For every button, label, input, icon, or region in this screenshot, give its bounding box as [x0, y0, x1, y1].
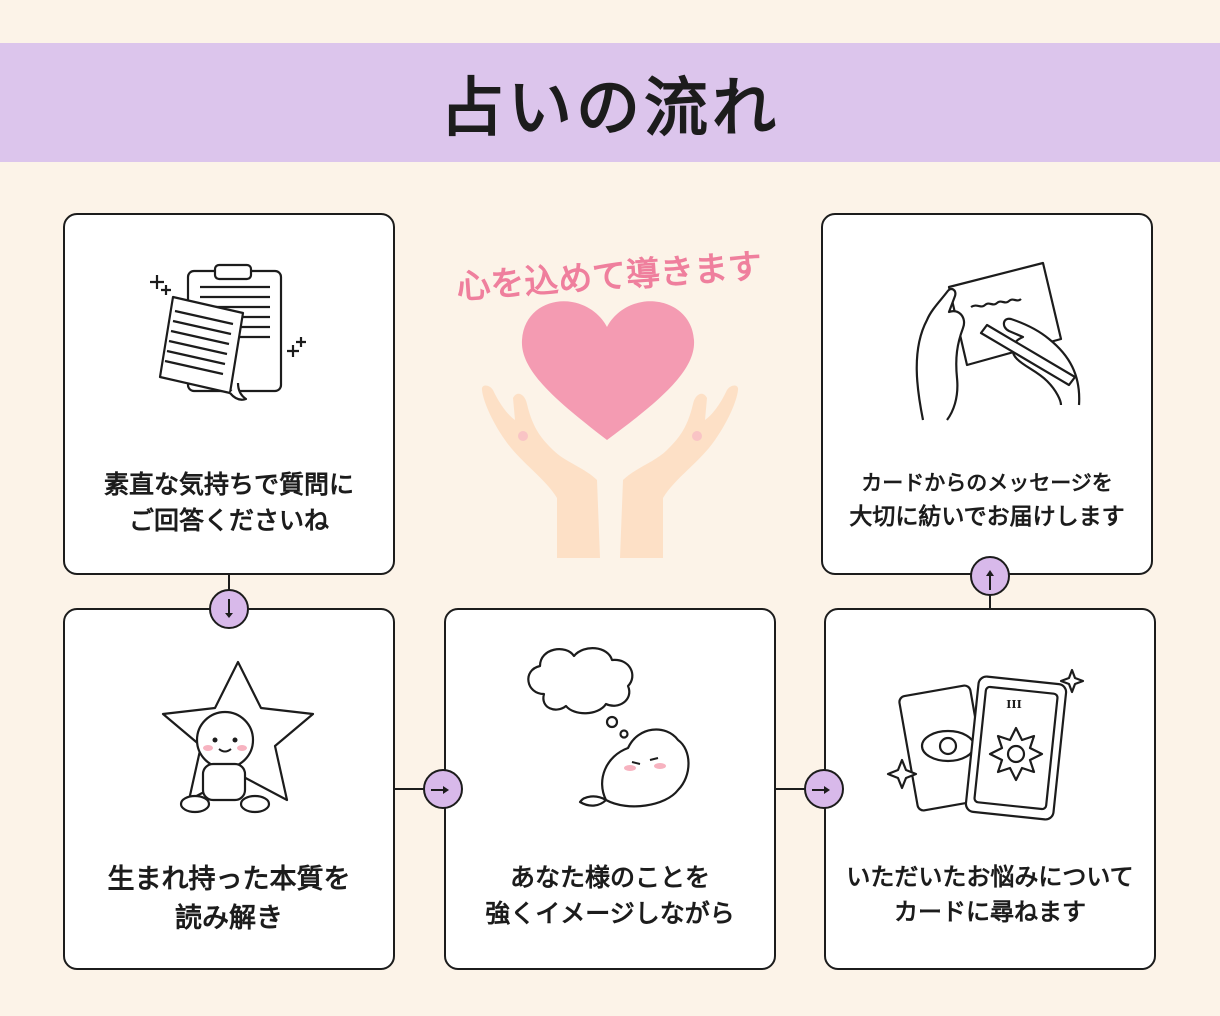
- step-card-image: あなた様のことを 強くイメージしながら: [444, 608, 776, 970]
- step-text-line1: あなた様のことを: [509, 863, 710, 892]
- page-title: 占いの流れ: [440, 71, 780, 146]
- step-text-line1: 素直な気持ちで質問に: [103, 470, 354, 499]
- step-text-line1: 生まれ持った本質を: [107, 864, 351, 895]
- step-text-line2: 強くイメージしながら: [485, 899, 735, 929]
- arrow-down-icon: [225, 599, 233, 618]
- step-card-questions: 素直な気持ちで質問に ご回答くださいね: [63, 213, 395, 575]
- connector-line-2: [395, 788, 444, 790]
- step-card-message: カードからのメッセージを 大切に紡いでお届けします: [821, 213, 1153, 575]
- step-text-line2: 大切に紡いでお届けします: [849, 503, 1125, 530]
- writing-hands-icon: [915, 261, 1081, 421]
- tarot-cards-icon: III: [886, 668, 1085, 821]
- title-banner: 占いの流れ: [0, 43, 1220, 162]
- baby-star-icon: [161, 660, 315, 814]
- step-text-line2: ご回答くださいね: [128, 506, 329, 536]
- dreaming-chick-icon: [527, 647, 690, 808]
- arrow-right-icon: [431, 786, 449, 794]
- arrow-right-icon: [812, 786, 830, 794]
- flow-node-right-1: [423, 769, 463, 809]
- tagline: 心を込めて導きます: [455, 246, 763, 307]
- open-hands-icon: [481, 385, 739, 558]
- heart-hands-illustration: 心を込めて導きます: [425, 240, 795, 574]
- step-text-line2: カードに尋ねます: [894, 897, 1086, 926]
- connector-line-3: [776, 788, 824, 790]
- step-card-nature: 生まれ持った本質を 読み解き: [63, 608, 395, 970]
- arrow-up-icon: [986, 570, 994, 590]
- step-text-line1: カードからのメッセージを: [861, 471, 1113, 495]
- heart-icon: [521, 301, 695, 440]
- step-card-tarot: III いただいたお悩みについて カードに尋ねます: [824, 608, 1156, 970]
- svg-text:III: III: [1006, 698, 1021, 711]
- step-text-line2: 読み解き: [175, 903, 283, 935]
- flow-node-down: [209, 589, 249, 629]
- step-text-line1: いただいたお悩みについて: [846, 863, 1134, 891]
- flow-node-right-2: [804, 769, 844, 809]
- clipboard-icon: [150, 263, 306, 401]
- flow-node-up: [970, 556, 1010, 596]
